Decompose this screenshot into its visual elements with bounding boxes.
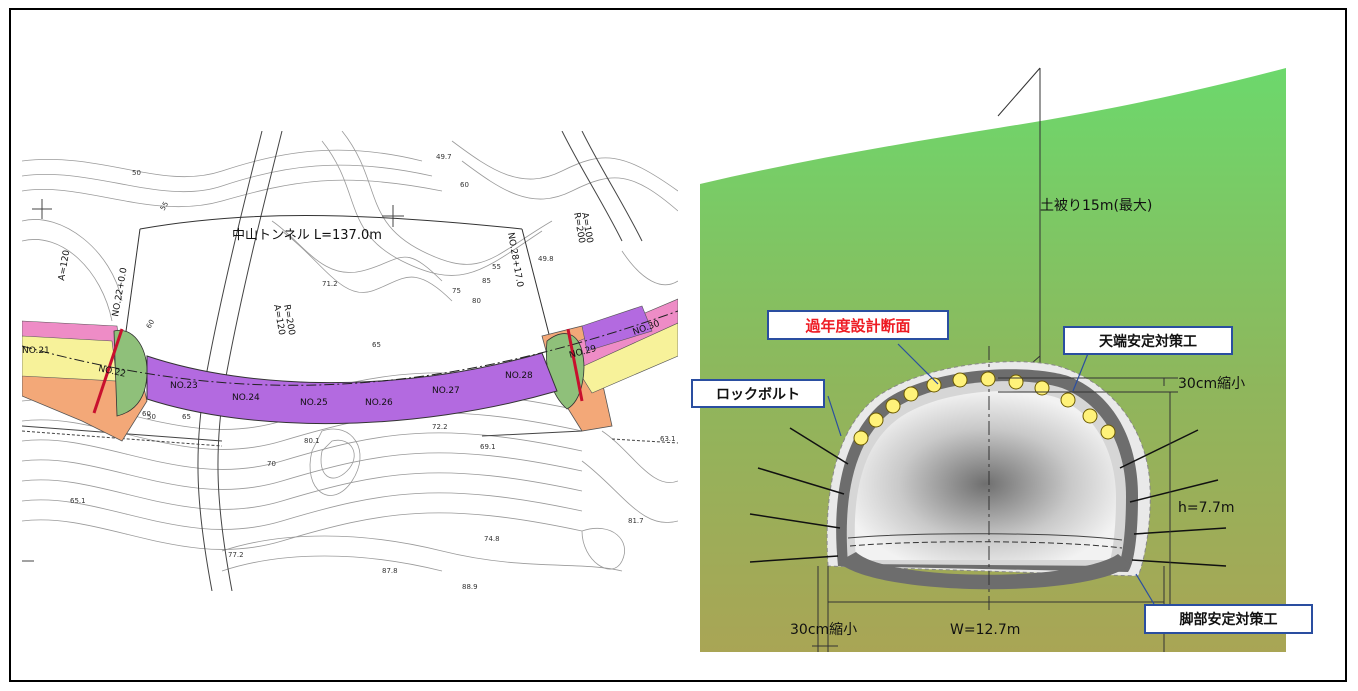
svg-text:74.8: 74.8 — [484, 535, 500, 543]
contour-numbers: 50 55 60 65 70 75 80 85 55 60 50 60 65 — [132, 169, 501, 468]
svg-text:87.8: 87.8 — [382, 567, 398, 575]
top-reduction-label: 30cm縮小 — [1178, 376, 1245, 392]
right-road-yellow — [576, 322, 678, 394]
svg-text:70: 70 — [267, 460, 276, 468]
right-portal-line — [566, 328, 584, 402]
tunnel-centerline — [22, 310, 678, 386]
overburden-label: 土被り15m(最大) — [1040, 198, 1152, 214]
footing-stabilization-callout: 脚部安定対策工 — [1144, 604, 1313, 634]
svg-text:80.1: 80.1 — [304, 437, 320, 445]
station-no24: NO.24 — [232, 393, 260, 403]
svg-text:60: 60 — [460, 181, 469, 189]
svg-text:65: 65 — [372, 341, 381, 349]
svg-text:65.1: 65.1 — [70, 497, 86, 505]
svg-text:60: 60 — [145, 318, 156, 330]
past-design-label: 過年度設計断面 — [805, 316, 911, 335]
svg-text:80: 80 — [472, 297, 481, 305]
tunnel-name-label: 中山トンネル L=137.0m — [232, 228, 382, 243]
station-no28: NO.28 — [505, 371, 533, 381]
svg-text:50: 50 — [147, 413, 156, 421]
left-portal-line — [92, 328, 124, 414]
svg-text:49.8: 49.8 — [538, 255, 554, 263]
crown-stabilization-dots — [853, 371, 1116, 446]
tunnel-body — [146, 352, 558, 425]
svg-text:85: 85 — [482, 277, 491, 285]
svg-text:81.7: 81.7 — [628, 517, 644, 525]
tunnel-cross-section: 土被り15m(最大) 30cm縮小 — [700, 67, 1286, 652]
svg-text:72.2: 72.2 — [432, 423, 448, 431]
width-label: W=12.7m — [950, 622, 1020, 638]
svg-text:88.9: 88.9 — [462, 583, 478, 591]
footing-stabilization-label: 脚部安定対策工 — [1179, 612, 1278, 628]
station-no27: NO.27 — [432, 386, 460, 396]
survey-marks — [22, 199, 404, 562]
bottom-reduction-label: 30cm縮小 — [790, 622, 857, 638]
tunnel-length-arc — [139, 215, 523, 230]
plan-view: NO.21 NO.22 NO.23 NO.24 NO.25 NO.26 NO.2… — [22, 131, 678, 591]
right-road-purple — [581, 305, 653, 352]
crown-stabilization-callout: 天端安定対策工 — [1063, 326, 1233, 355]
svg-text:71.2: 71.2 — [322, 280, 338, 288]
station-no21: NO.21 — [22, 346, 50, 356]
svg-text:55: 55 — [492, 263, 501, 271]
station-no26: NO.26 — [365, 398, 393, 408]
svg-text:69.1: 69.1 — [480, 443, 496, 451]
rockbolt-label: ロックボルト — [716, 386, 800, 403]
crown-stabilization-label: 天端安定対策工 — [1099, 333, 1197, 350]
rock-bolts — [749, 427, 1227, 567]
svg-text:63.1: 63.1 — [660, 435, 676, 443]
height-label: h=7.7m — [1178, 500, 1235, 516]
past-design-callout: 過年度設計断面 — [767, 310, 949, 340]
svg-text:60: 60 — [142, 410, 151, 418]
tunnel-interior — [854, 391, 1116, 560]
svg-text:77.2: 77.2 — [228, 551, 244, 559]
svg-text:49.7: 49.7 — [436, 153, 452, 161]
spot-heights: 49.7 49.8 71.2 80.1 72.2 69.1 63.1 65.1 … — [70, 153, 676, 591]
svg-text:75: 75 — [452, 287, 461, 295]
tunnel-invert — [838, 552, 1130, 590]
svg-text:55: 55 — [159, 200, 170, 212]
rockbolt-callout: ロックボルト — [691, 379, 825, 408]
svg-text:50: 50 — [132, 169, 141, 177]
station-no25: NO.25 — [300, 398, 328, 408]
svg-text:65: 65 — [182, 413, 191, 421]
station-no23: NO.23 — [170, 381, 198, 391]
